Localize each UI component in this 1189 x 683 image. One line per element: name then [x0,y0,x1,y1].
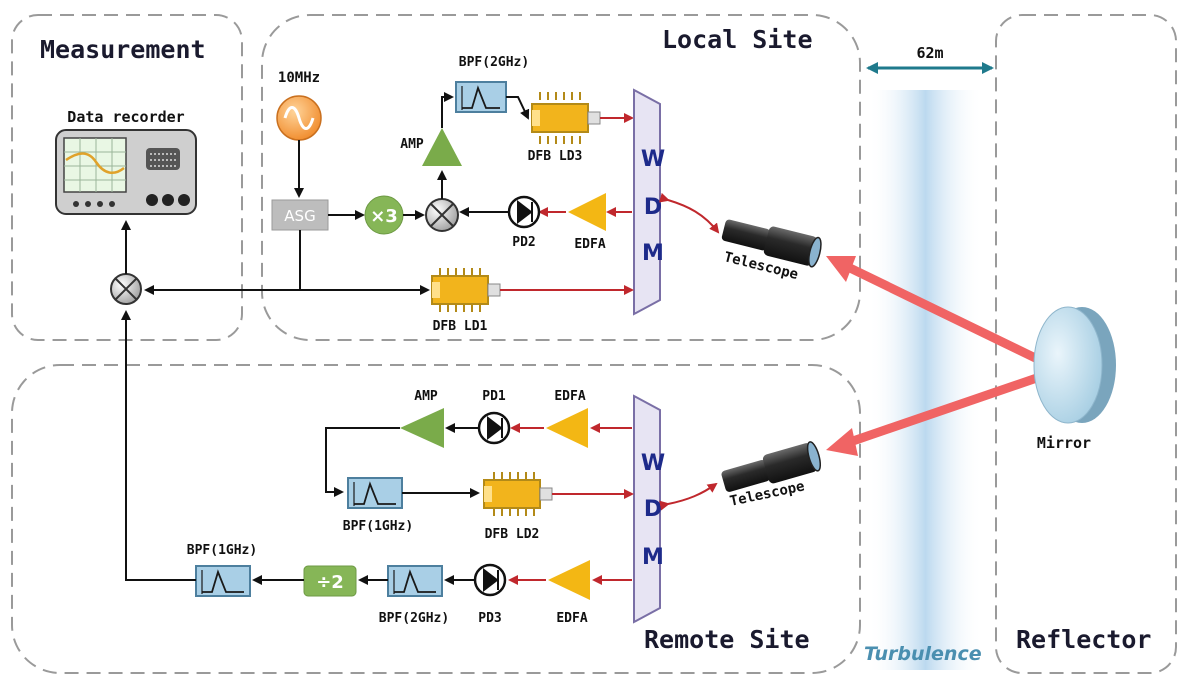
remote-site-region [11,364,861,674]
reflector-region [995,14,1177,674]
pd3-photodiode [473,563,507,597]
edfa-remote-top [546,408,588,448]
beam-to-remote [848,365,1062,447]
dfb-ld1 [431,268,501,312]
pd3-label: PD3 [478,611,501,626]
remote-site-title: Remote Site [644,625,810,654]
bpf-1ghz-remote [347,477,403,509]
remote-to-measurement-wire [121,310,196,581]
dfb-ld2-label: DFB LD2 [485,527,540,542]
asg-box [271,199,329,231]
wdm-local-letter-w: W [641,147,665,172]
bpf-1ghz-remote-label: BPF(1GHz) [343,519,413,534]
wdm-local-letter-d: D [644,195,662,220]
free-space-beams [826,256,1062,456]
telescope-remote [721,441,822,492]
mirror [1033,306,1116,424]
wdm-remote-letter-w: W [641,451,665,476]
amp-remote [400,408,444,448]
wdm-telescope-local-fiber [658,192,720,234]
bpf-1ghz-out [195,565,251,597]
edfa-remote-bottom-label: EDFA [556,611,587,626]
turbulence-label: Turbulence [864,643,982,665]
edfa-local [568,193,606,231]
beam-local-arrowhead [826,256,856,282]
mirror-label: Mirror [1037,434,1091,452]
telescope-local [721,219,822,268]
edfa-local-label: EDFA [574,237,605,252]
wdm-remote-letter-d: D [644,497,662,522]
distance-label: 62m [916,44,943,62]
oscillator-icon [276,95,322,141]
wdm-local [633,88,661,316]
dfb-ld1-label: DFB LD1 [433,319,488,334]
dfb-ld3 [531,92,601,144]
local-site-title: Local Site [662,25,813,54]
bpf-1ghz-out-label: BPF(1GHz) [187,543,257,558]
data-recorder [55,129,197,215]
asg-label: ASG [284,207,315,225]
edfa-remote-top-label: EDFA [554,389,585,404]
x3-label: ×3 [370,206,398,227]
pd1-label: PD1 [482,389,506,404]
edfa-remote-bottom [548,560,590,600]
amp-remote-label: AMP [414,389,438,404]
wdm-local-letter-m: M [642,241,664,266]
local-site-region [261,14,861,341]
beam-remote-arrowhead [826,428,858,456]
bpf-2ghz-local-label: BPF(2GHz) [459,55,529,70]
turbulence-band [868,90,983,670]
ref-10mhz-label: 10MHz [278,70,320,86]
dfb-ld3-label: DFB LD3 [528,149,583,164]
local-mixer [425,198,459,232]
wdm-remote [633,394,661,624]
data-recorder-label: Data recorder [67,108,184,126]
pd2-label: PD2 [512,235,535,250]
bpf-to-ld3-wire [506,96,530,120]
dfb-ld2 [483,472,553,516]
reflector-title: Reflector [1016,625,1151,654]
beam-to-local [848,263,1062,375]
wdm-remote-letter-m: M [642,545,664,570]
amp-to-bpf1ghz-wire [325,427,400,497]
amp-local [422,128,462,166]
bpf-2ghz-remote [387,565,443,597]
wdm-telescope-remote-fiber [659,482,718,511]
measurement-title: Measurement [40,35,206,64]
pd2-photodiode [507,195,541,229]
bpf-2ghz-local [455,81,507,113]
divider-label: ÷2 [316,572,344,593]
amp-local-label: AMP [400,137,424,152]
amp-to-bpf-wire [441,92,454,128]
bpf-2ghz-remote-label: BPF(2GHz) [379,611,449,626]
measurement-mixer [110,273,142,305]
pd1-photodiode [477,411,511,445]
